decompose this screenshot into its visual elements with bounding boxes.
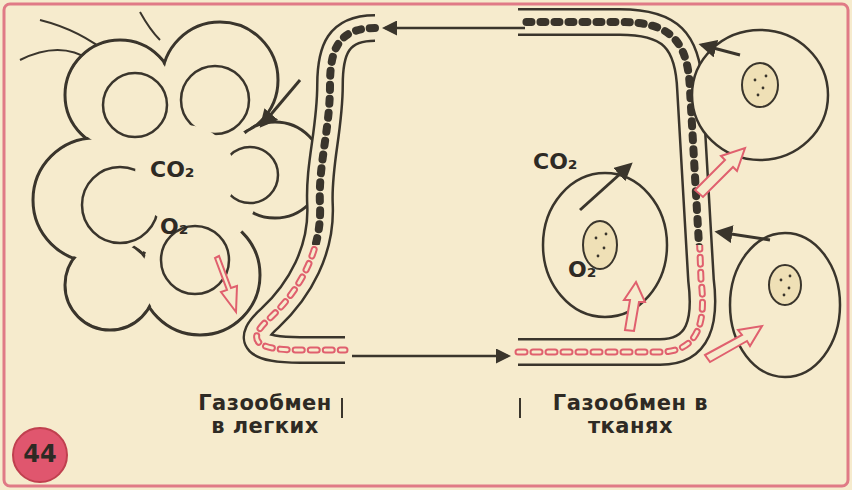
- section-caption: Газообмен в тканях: [528, 392, 733, 438]
- section-caption: Газообмен в легких: [190, 392, 340, 438]
- gas-label: O₂: [160, 215, 188, 239]
- gas-label: CO₂: [533, 150, 577, 174]
- figure-number: 44: [13, 441, 67, 467]
- gas-label: CO₂: [150, 158, 194, 182]
- gas-label: O₂: [568, 258, 596, 282]
